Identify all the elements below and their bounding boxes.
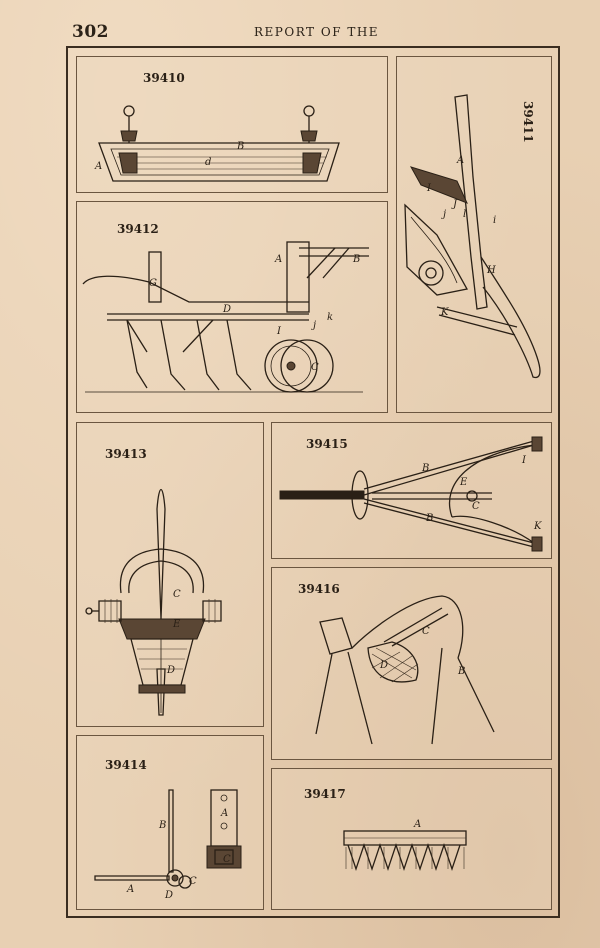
figure-number: 39417 bbox=[304, 787, 346, 801]
figure-drawing-39413: C E D bbox=[85, 488, 222, 716]
part-label-a: A bbox=[126, 884, 134, 895]
part-label-c: C bbox=[189, 876, 197, 887]
shaft bbox=[279, 470, 369, 520]
mesh-basket bbox=[367, 641, 419, 683]
part-label-i: I bbox=[426, 183, 432, 194]
part-label-a-plate: A bbox=[220, 808, 228, 819]
part-label-c: C bbox=[422, 626, 430, 637]
figure-panel-39416: 39416 C D B bbox=[271, 567, 552, 760]
end-blocks bbox=[531, 436, 543, 552]
spindle bbox=[156, 488, 166, 716]
running-title: REPORT OF THE bbox=[254, 25, 380, 39]
part-label-e: E bbox=[459, 477, 468, 488]
part-label-g: G bbox=[149, 278, 157, 289]
part-label-i: I bbox=[521, 455, 527, 466]
figure-drawing-39411: A I J j l i H K bbox=[404, 94, 541, 379]
figure-number: 39414 bbox=[105, 758, 147, 772]
part-label-i-small: i bbox=[493, 215, 496, 226]
part-label-a: A bbox=[274, 254, 282, 265]
part-label-d: D bbox=[166, 665, 175, 676]
part-label-h: H bbox=[486, 265, 496, 276]
figure-panel-39410: 39410 A B d bbox=[76, 56, 388, 193]
part-label-b: B bbox=[158, 820, 166, 831]
page-number: 302 bbox=[72, 22, 109, 42]
plow-blade bbox=[404, 166, 469, 296]
part-label-i: I bbox=[276, 326, 282, 337]
page-header: 302 REPORT OF THE bbox=[0, 22, 600, 46]
frame-arms bbox=[363, 440, 535, 548]
figure-panel-39413: 39413 bbox=[76, 422, 264, 727]
plow-beam bbox=[436, 306, 518, 336]
part-label-d: D bbox=[379, 660, 388, 671]
part-label-k: k bbox=[327, 312, 333, 323]
figure-drawing-39412: A B G D I j k C bbox=[82, 241, 369, 393]
plow-handle bbox=[454, 94, 541, 379]
plate-frame bbox=[66, 46, 560, 918]
part-label-k: K bbox=[440, 307, 449, 318]
part-label-d: D bbox=[164, 890, 173, 901]
figure-number: 39411 bbox=[521, 101, 535, 143]
part-label-j-upper: J bbox=[451, 199, 458, 210]
figure-number: 39415 bbox=[306, 437, 348, 451]
part-label-d: D bbox=[222, 304, 231, 315]
part-label-l: l bbox=[463, 209, 466, 220]
figure-drawing-39416: C D B bbox=[315, 595, 495, 745]
figure-panel-39414: 39414 B A C D A C bbox=[76, 735, 264, 910]
angle-bracket bbox=[94, 789, 192, 889]
part-label-b-lower: B bbox=[425, 513, 433, 524]
part-label-b: B bbox=[352, 254, 360, 265]
part-label-b: B bbox=[457, 666, 465, 677]
cultivator-wheel bbox=[264, 339, 334, 393]
part-label-b: B bbox=[236, 141, 244, 152]
figure-drawing-39410: A B d bbox=[94, 105, 340, 182]
figure-panel-39415: 39415 B E C B I K bbox=[271, 422, 552, 559]
figure-drawing-39414: B A C D A C bbox=[94, 789, 242, 901]
part-label-d: d bbox=[205, 157, 211, 168]
cultivator-frame bbox=[82, 241, 369, 321]
housing bbox=[118, 548, 206, 694]
figure-number: 39413 bbox=[105, 447, 147, 461]
part-label-k: K bbox=[533, 521, 542, 532]
figure-panel-39412: 39412 A B G D bbox=[76, 201, 388, 413]
part-label-c: C bbox=[173, 589, 181, 600]
part-label-e: E bbox=[172, 619, 181, 630]
part-label-b-upper: B bbox=[421, 463, 429, 474]
harvester-body bbox=[315, 595, 495, 745]
figure-number: 39416 bbox=[298, 582, 340, 596]
part-label-j: j bbox=[441, 209, 446, 220]
part-label-a: A bbox=[94, 161, 102, 172]
figure-number: 39412 bbox=[117, 222, 159, 236]
figure-panel-39411: 39411 A I J j l i H K bbox=[396, 56, 552, 413]
trough-body bbox=[98, 142, 340, 182]
part-label-a: A bbox=[456, 155, 464, 166]
figure-drawing-39415: B E C B I K bbox=[279, 436, 543, 552]
knob-right bbox=[300, 105, 318, 143]
figure-drawing-39417: A bbox=[343, 819, 467, 872]
side-plate bbox=[206, 789, 242, 869]
cultivator-shovels bbox=[126, 319, 252, 391]
comb-strip bbox=[343, 830, 467, 872]
part-label-c: C bbox=[311, 362, 319, 373]
part-label-c: C bbox=[472, 501, 480, 512]
part-label-j: j bbox=[311, 320, 316, 331]
part-label-c-plate: C bbox=[223, 854, 231, 865]
figure-panel-39417: 39417 A bbox=[271, 768, 552, 910]
side-gears bbox=[85, 599, 222, 623]
figure-number: 39410 bbox=[143, 71, 185, 85]
knob-left bbox=[120, 105, 138, 143]
part-label-a: A bbox=[413, 819, 421, 830]
